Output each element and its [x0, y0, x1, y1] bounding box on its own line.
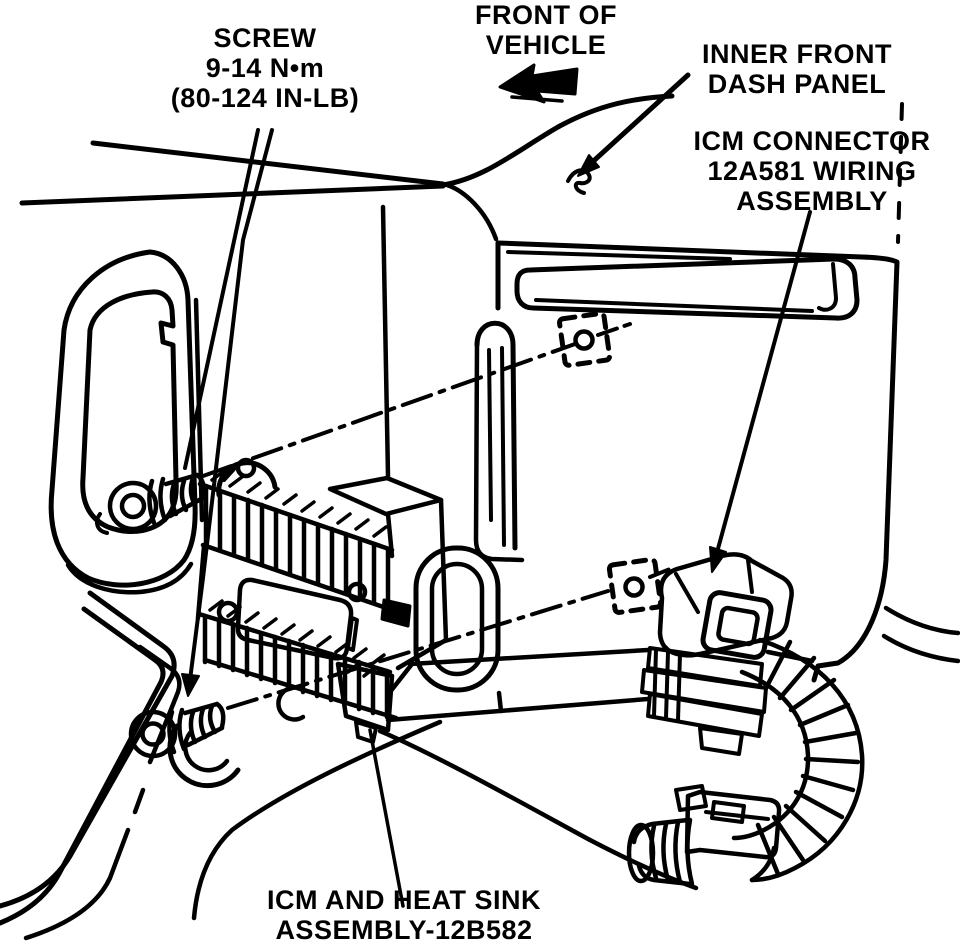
screw-label: SCREW 9-14 N•m (80-124 IN-LB) [135, 23, 395, 113]
front-of-vehicle-line1: FRONT OF [475, 0, 617, 30]
heat-sink-fins-bottom [196, 599, 399, 721]
icm-heat-sink-label: ICM AND HEAT SINK ASSEMBLY-12B582 [234, 885, 574, 942]
front-of-vehicle-line2: VEHICLE [485, 30, 607, 60]
inner-front-dash-panel-line2: DASH PANEL [707, 69, 887, 99]
icm-heat-sink-assembly [167, 457, 501, 789]
wiring-loom [626, 637, 865, 887]
icm-connector-line1: ICM CONNECTOR [693, 126, 931, 156]
loom-end-connector [674, 784, 782, 860]
screw-label-line2: 9-14 N•m [205, 53, 325, 83]
leader-lines [181, 72, 904, 908]
upper-mounting-hole [557, 311, 613, 368]
upper-mounting-ear [216, 457, 278, 498]
left-opening-frame [48, 249, 205, 595]
lower-body-structure [0, 590, 699, 941]
screw-label-line3: (80-124 IN-LB) [170, 83, 360, 113]
icm-connector-line2: 12A581 WIRING [707, 156, 917, 186]
lower-mounting-hole [606, 557, 664, 615]
screw-label-line1: SCREW [213, 23, 317, 53]
dash-panel-clip-hook [566, 168, 592, 195]
icm-heat-sink-line2: ASSEMBLY-12B582 [275, 915, 533, 942]
icm-connector-line3: ASSEMBLY [736, 186, 888, 216]
heat-sink-foot [335, 661, 395, 744]
icm-connector-label: ICM CONNECTOR 12A581 WIRING ASSEMBLY [672, 127, 952, 217]
icm-heat-sink-line1: ICM AND HEAT SINK [267, 885, 541, 915]
loom-stub [626, 817, 695, 887]
inner-front-dash-panel-label: INNER FRONT DASH PANEL [677, 38, 917, 99]
inner-front-dash-panel [385, 240, 960, 723]
icm-connector-housing [327, 475, 501, 693]
lower-mounting-ear [167, 685, 306, 789]
upper-screw [107, 472, 206, 532]
vehicle-body-lines [19, 93, 675, 479]
front-of-vehicle-label: FRONT OF VEHICLE [436, 0, 656, 60]
inner-front-dash-panel-line1: INNER FRONT [702, 39, 892, 69]
heat-sink-fins-top [197, 469, 401, 615]
front-of-vehicle-arrow-icon [498, 63, 579, 104]
